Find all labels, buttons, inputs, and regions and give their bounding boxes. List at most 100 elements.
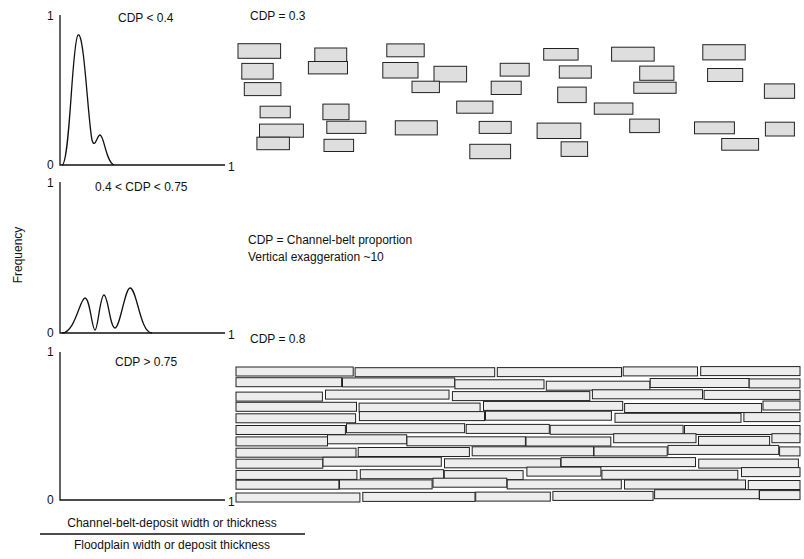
channel-belt	[772, 434, 800, 443]
channel-belt	[308, 62, 347, 74]
axis-tick: 1	[47, 176, 54, 190]
channel-belt	[780, 447, 800, 456]
channel-belt	[699, 436, 770, 445]
channel-belt	[527, 467, 601, 476]
channel-belt	[594, 103, 633, 114]
channel-belt	[625, 480, 746, 489]
channel-belt	[323, 457, 441, 466]
channel-belt	[559, 66, 591, 78]
axis-tick: 1	[47, 345, 54, 359]
fraction-line	[40, 533, 305, 534]
channel-belt	[323, 104, 349, 120]
annotation: CDP > 0.75	[115, 355, 177, 369]
annotation: CDP < 0.4	[118, 11, 173, 25]
channel-belt	[630, 119, 660, 133]
channel-belt	[744, 413, 800, 422]
channel-belt	[765, 122, 794, 136]
channel-belt	[466, 424, 549, 433]
channel-belt	[347, 424, 465, 433]
channel-belt	[497, 368, 621, 377]
channel-belt	[704, 390, 800, 399]
channel-belt	[625, 404, 762, 413]
channel-belt	[479, 121, 511, 133]
channel-belt	[244, 83, 281, 96]
channel-belt	[764, 84, 794, 98]
channel-belt	[238, 44, 281, 59]
channel-belt	[558, 87, 587, 103]
channel-belt	[703, 45, 745, 60]
channel-belt	[236, 426, 345, 435]
channel-belt	[236, 367, 353, 376]
annotation: Vertical exaggeration ~10	[248, 250, 384, 264]
channel-belt	[327, 121, 366, 133]
channel-belt	[615, 413, 741, 422]
channel-belt	[537, 123, 581, 138]
channel-belt	[614, 434, 696, 443]
annotation: CDP = Channel-belt proportion	[248, 233, 412, 247]
channel-belt	[433, 478, 507, 487]
channel-belt	[500, 63, 529, 76]
channel-belt	[457, 101, 493, 113]
axis	[60, 182, 225, 333]
channel-belt	[553, 491, 653, 500]
channel-belt	[470, 144, 511, 158]
channel-belt	[340, 480, 433, 489]
channel-belt	[763, 401, 800, 410]
axis-tick: 0	[47, 326, 54, 340]
channel-belt	[324, 139, 354, 151]
annotation: CDP = 0.8	[250, 332, 305, 346]
channel-belt	[544, 49, 578, 61]
channel-belt	[360, 470, 443, 479]
channel-belt	[650, 379, 749, 388]
channel-belt	[708, 69, 743, 82]
channel-belt	[260, 124, 304, 137]
channel-belt	[236, 459, 323, 468]
annotation: Channel-belt-deposit width or thickness	[67, 516, 276, 530]
channel-belt	[546, 381, 650, 390]
axis-tick: 0	[47, 493, 54, 507]
channel-belt	[236, 470, 357, 479]
channel-belt	[612, 47, 655, 61]
channel-belt	[257, 137, 290, 150]
channel-belt	[655, 490, 760, 499]
channel-belt	[748, 481, 800, 490]
channel-belt	[434, 66, 467, 82]
channel-belt	[455, 380, 544, 389]
channel-belt	[236, 402, 357, 411]
channel-belt	[395, 121, 437, 135]
channel-belt	[561, 142, 588, 157]
axis	[60, 352, 225, 500]
channel-belt	[236, 414, 356, 423]
annotation: Floodplain width or deposit thickness	[74, 538, 270, 552]
channel-belt	[550, 425, 683, 434]
channel-belt	[358, 448, 469, 457]
channel-belt	[634, 82, 676, 93]
annotation: 0.4 < CDP < 0.75	[95, 180, 188, 194]
channel-belt	[445, 459, 561, 468]
channel-belt	[472, 447, 593, 456]
axis-tick: 1	[47, 9, 54, 23]
channel-belt	[315, 48, 347, 62]
channel-belt	[722, 139, 759, 151]
channel-belt	[242, 63, 273, 79]
channel-belt	[383, 63, 418, 79]
channel-belt	[236, 480, 339, 489]
channel-belt	[484, 401, 623, 410]
cross-section	[238, 44, 795, 159]
axis-tick: 1	[228, 160, 235, 174]
channel-belt	[236, 448, 356, 457]
channel-belt	[363, 492, 475, 501]
channel-belt	[701, 367, 800, 376]
channel-belt	[236, 378, 342, 387]
channel-belt	[749, 379, 800, 388]
channel-belt	[592, 390, 702, 399]
channel-belt	[623, 367, 697, 376]
channel-belt	[640, 66, 674, 80]
channel-belt	[412, 81, 439, 92]
channel-belt	[742, 468, 801, 477]
channel-belt	[359, 403, 480, 412]
channel-belt	[326, 390, 450, 399]
channel-belt	[561, 458, 695, 467]
channel-belt	[602, 470, 738, 479]
